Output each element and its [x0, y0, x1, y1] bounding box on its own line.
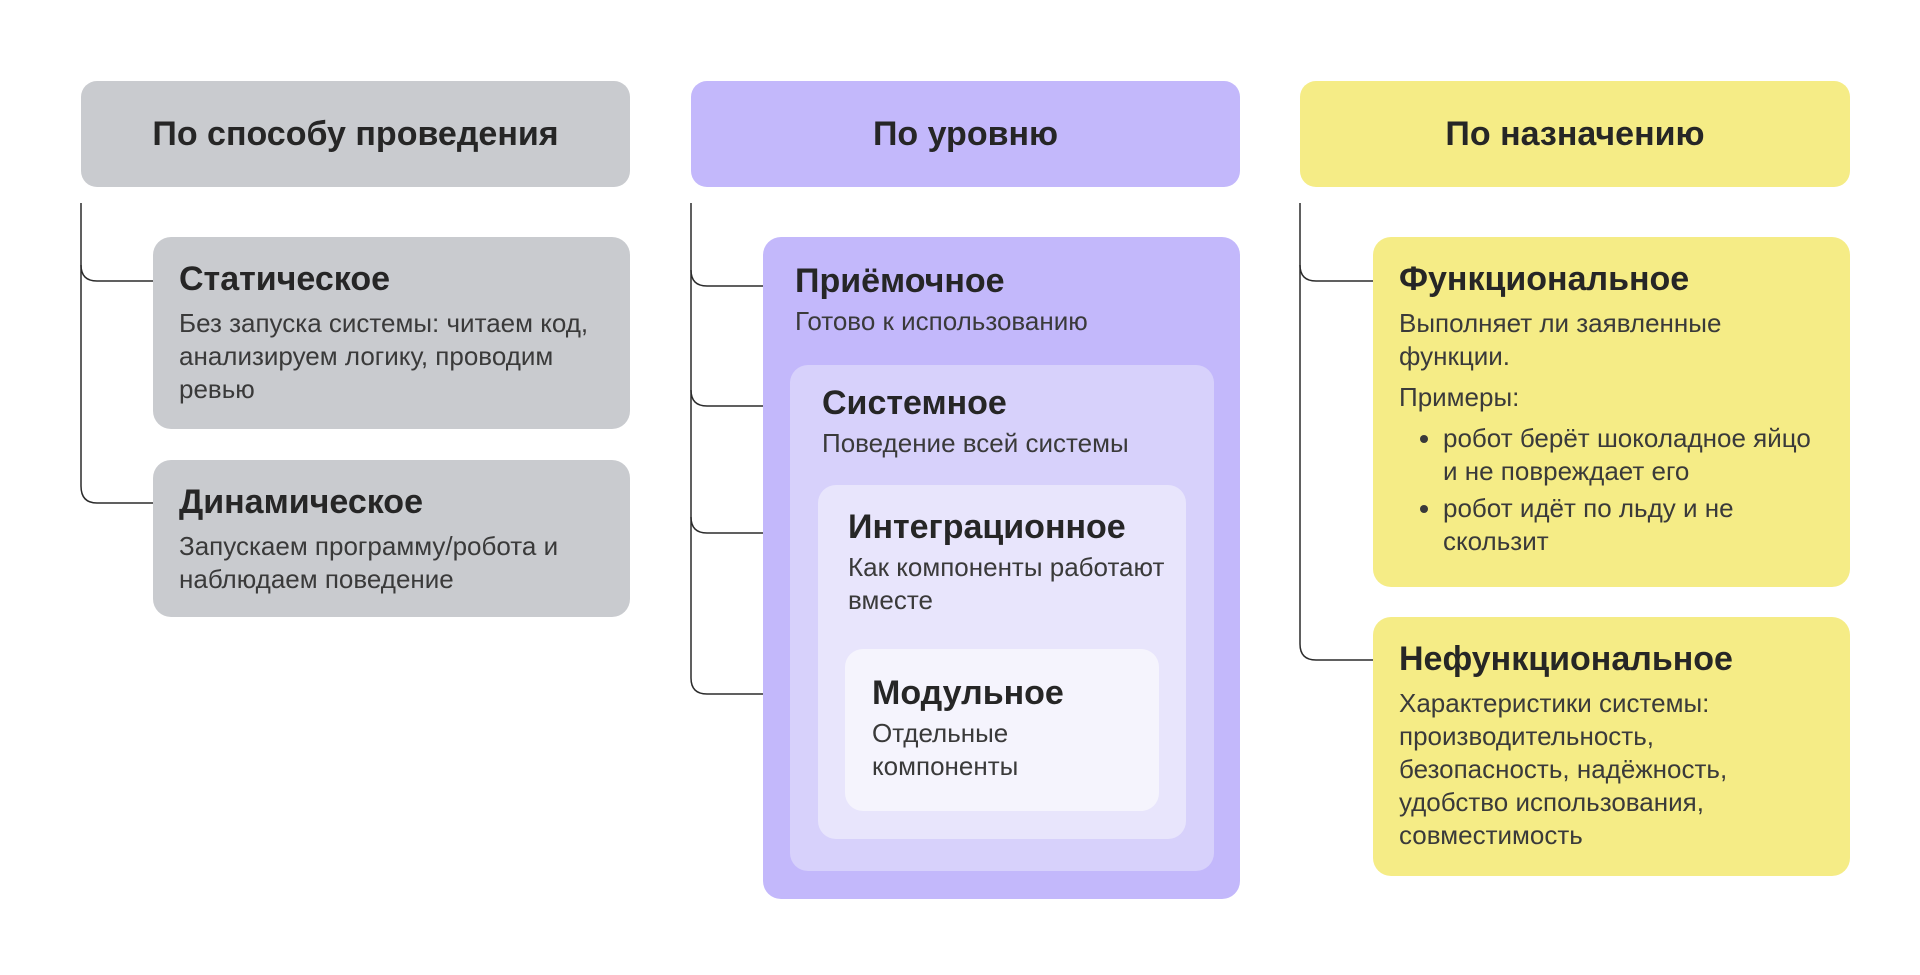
card-static-title: Статическое: [179, 260, 391, 298]
connector-nonfunctional: [1299, 265, 1374, 661]
level-system: Системное Поведение всей системы Интегра…: [790, 365, 1214, 871]
header-method: По способу проведения: [81, 81, 630, 187]
card-functional-examples: робот берёт шоколадное яйцо и не поврежд…: [1399, 422, 1824, 558]
card-functional: Функциональное Выполняет ли заявленные ф…: [1373, 237, 1850, 587]
connector-acceptance: [690, 203, 764, 287]
card-static: Статическое Без запуска системы: читаем …: [153, 237, 630, 429]
card-dynamic-title: Динамическое: [179, 483, 423, 521]
level-unit-desc: Отдельные компоненты: [872, 718, 1019, 781]
connector-static: [80, 203, 154, 282]
level-integration-title: Интеграционное: [848, 508, 1126, 546]
connector-functional: [1299, 203, 1374, 282]
card-static-desc: Без запуска системы: читаем код, анализи…: [179, 308, 589, 404]
connector-unit: [690, 517, 846, 695]
level-acceptance: Приёмочное Готово к использованию Систем…: [763, 237, 1240, 899]
card-dynamic-desc: Запускаем программу/робота и наблюдаем п…: [179, 531, 559, 594]
connector-dynamic: [80, 265, 154, 504]
card-dynamic: Динамическое Запускаем программу/робота …: [153, 460, 630, 617]
header-level: По уровню: [691, 81, 1240, 187]
level-acceptance-desc: Готово к использованию: [795, 306, 1088, 336]
card-functional-title: Функциональное: [1399, 260, 1690, 298]
card-nonfunctional-title: Нефункциональное: [1399, 640, 1733, 678]
level-integration: Интеграционное Как компоненты работают в…: [818, 485, 1186, 839]
card-functional-examples-label: Примеры:: [1399, 382, 1520, 412]
card-functional-desc: Выполняет ли заявленные функции.: [1399, 308, 1722, 371]
level-integration-desc: Как компоненты работают вместе: [848, 552, 1165, 615]
example-item: робот идёт по льду и не скользит: [1443, 492, 1824, 558]
header-purpose: По назначению: [1300, 81, 1850, 187]
level-unit: Модульное Отдельные компоненты: [845, 649, 1159, 811]
example-item: робот берёт шоколадное яйцо и не поврежд…: [1443, 422, 1824, 488]
header-method-label: По способу проведения: [152, 114, 559, 153]
card-nonfunctional-desc: Характеристики системы: производительнос…: [1399, 688, 1728, 850]
header-purpose-label: По назначению: [1445, 114, 1705, 153]
level-system-title: Системное: [822, 384, 1007, 422]
card-nonfunctional: Нефункциональное Характеристики системы:…: [1373, 617, 1850, 876]
header-level-label: По уровню: [872, 114, 1059, 153]
level-system-desc: Поведение всей системы: [822, 428, 1129, 458]
level-unit-title: Модульное: [872, 674, 1064, 712]
level-acceptance-title: Приёмочное: [795, 262, 1005, 300]
